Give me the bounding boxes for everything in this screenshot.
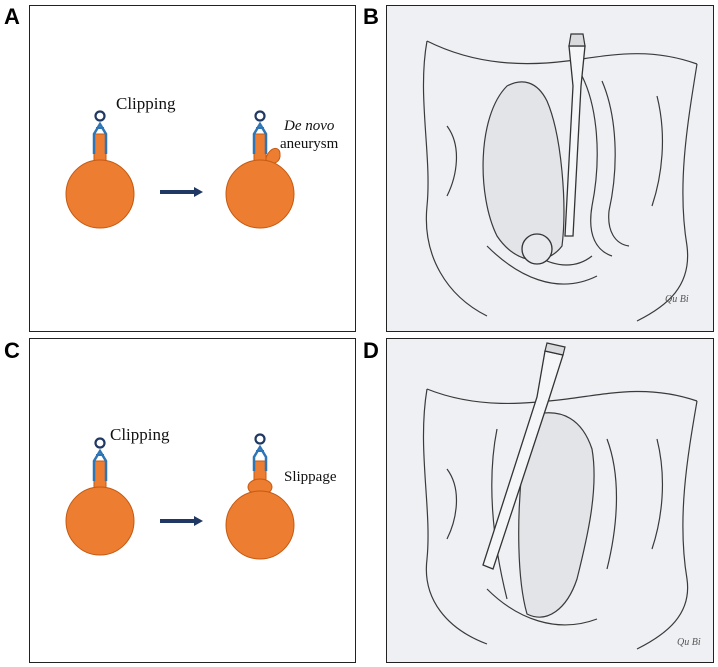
clip-applier-instrument [482,342,566,570]
panel-letter-d: D [363,338,379,363]
surgical-sketch-b [422,33,698,322]
arrow-icon [160,516,203,526]
panel-letter-c: C [4,338,20,363]
aneurysm-before [65,460,135,556]
label-de-novo: De novo [284,118,335,134]
panel-letter-a: A [4,4,20,29]
panel-a-drawing [65,110,295,229]
panel-c-drawing [65,433,295,560]
arrow-icon [160,187,203,197]
artist-signature-d: Qu Bi [677,637,701,648]
clip-icon [92,110,108,154]
panel-letter-b: B [363,4,379,29]
clip-icon [252,433,268,471]
surgical-sketch-d [422,342,698,650]
aneurysm-after [225,133,295,229]
clip-icon [252,110,268,154]
aneurysm-after [225,460,295,560]
label-clipping-c: Clipping [110,425,170,444]
clip-icon [92,437,108,481]
label-clipping-a: Clipping [116,94,176,113]
label-aneurysm: aneurysm [280,136,339,152]
artist-signature-b: Qu Bi [665,294,689,305]
panel-d-sketch: Qu Bi [386,338,714,663]
panel-a-schematic: Clipping De novo aneurysm [29,5,356,332]
panel-c-schematic: Clipping Slippage [29,338,356,663]
clip-applier-instrument [521,33,586,265]
aneurysm-before [65,133,135,229]
panel-b-sketch: Qu Bi [386,5,714,332]
label-slippage: Slippage [284,469,337,485]
